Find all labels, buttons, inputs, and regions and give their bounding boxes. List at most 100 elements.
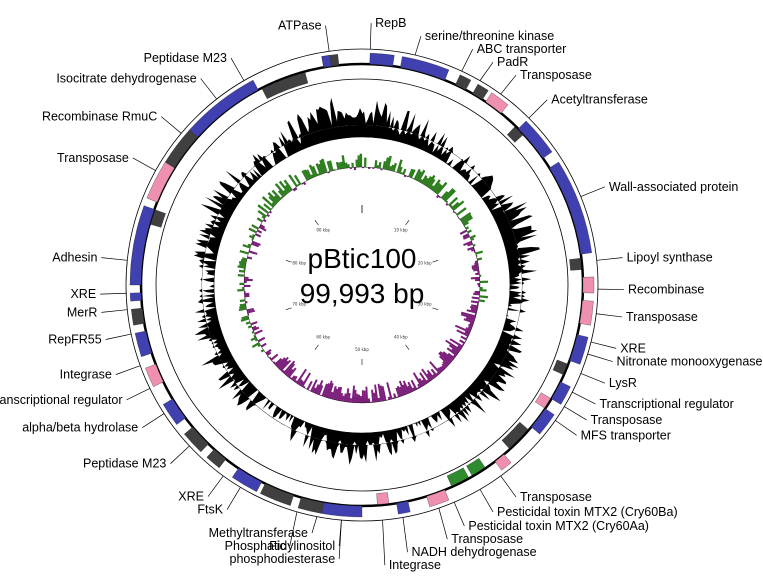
- gc-skew-bar: [459, 212, 472, 221]
- gc-skew-bar: [311, 165, 318, 177]
- label-leader: [311, 516, 318, 534]
- gc-skew-bar: [439, 366, 444, 372]
- gc-skew-bar: [479, 289, 487, 292]
- label-leader: [596, 313, 623, 318]
- gc-skew-bar: [247, 243, 252, 247]
- scale-tick-label: 50 kbp: [355, 347, 369, 352]
- gc-skew-bar: [416, 387, 420, 390]
- gene-label: Transcriptional regulator: [0, 393, 123, 407]
- gc-skew-bar: [419, 372, 428, 385]
- gene-block-transposase: [376, 492, 389, 505]
- gene-label: Recombinase: [628, 283, 704, 297]
- gc-skew-bar: [244, 291, 246, 294]
- gc-skew-bar: [462, 233, 469, 238]
- gc-skew-bar: [286, 368, 294, 377]
- gc-skew-bar: [467, 246, 475, 251]
- gc-skew-bar: [459, 339, 466, 345]
- gc-skew-bar: [331, 386, 337, 400]
- gc-skew-bar: [479, 295, 489, 299]
- gc-skew-bar: [470, 308, 478, 312]
- gc-skew-bar: [271, 360, 274, 363]
- gc-skew-bar: [384, 157, 390, 170]
- gc-skew-bar: [417, 169, 426, 182]
- gc-skew-bar: [335, 161, 340, 170]
- gc-skew-bar: [465, 226, 470, 230]
- gc-skew-bar: [426, 174, 436, 188]
- gene-block-cds: [396, 500, 411, 515]
- gc-skew-bar: [288, 174, 298, 188]
- gc-skew-bar: [456, 207, 467, 216]
- gc-skew-bar: [407, 385, 412, 393]
- gc-skew-bar: [361, 390, 365, 403]
- gene-block-transposase: [485, 92, 509, 114]
- gc-skew-bar: [441, 363, 447, 369]
- gene-label: Phosphatidylinositol: [225, 539, 336, 553]
- label-leader: [115, 365, 141, 375]
- gc-skew-bar: [475, 272, 480, 276]
- gene-label: PadR: [497, 55, 528, 69]
- gc-skew-bar: [433, 182, 441, 193]
- gc-skew-bar: [402, 384, 409, 395]
- gene-block-other: [506, 126, 524, 143]
- scale-tick: [432, 307, 439, 311]
- gc-skew-bar: [255, 233, 262, 238]
- gc-skew-bar: [319, 159, 326, 174]
- label-leader: [590, 341, 617, 349]
- gc-skew-bar: [448, 344, 460, 353]
- gene-block-other: [297, 497, 324, 514]
- gc-skew-bar: [470, 300, 479, 304]
- gc-skew-bar: [378, 162, 382, 169]
- gc-skew-bar: [344, 162, 348, 169]
- gc-skew-bar: [303, 181, 307, 186]
- gc-skew-bar: [476, 303, 479, 306]
- gene-label: Pesticidal toxin MTX2 (Cry60Aa): [468, 519, 649, 533]
- gc-skew-bar: [442, 361, 449, 368]
- gc-skew-bar: [479, 274, 482, 277]
- gc-skew-bar: [457, 217, 460, 220]
- gc-skew-bar: [271, 207, 274, 210]
- gene-label: Integrase: [60, 368, 112, 382]
- gc-skew-bar: [456, 329, 469, 337]
- gc-skew-bar: [445, 200, 449, 204]
- gc-skew-bar: [438, 355, 450, 366]
- gc-skew-bar: [465, 316, 475, 322]
- gene-label: XRE: [178, 490, 204, 504]
- gc-skew-bar: [301, 170, 309, 181]
- gc-skew-bar: [328, 160, 334, 172]
- gc-skew-bar: [319, 394, 322, 396]
- scale-tick-label: 10 kbp: [394, 228, 408, 233]
- gc-skew-bar: [479, 280, 488, 284]
- scale-tick-label: 90 kbp: [316, 228, 330, 233]
- gene-label: Acetyltransferase: [551, 93, 648, 107]
- gc-skew-bar: [341, 155, 346, 169]
- gc-skew-bar: [374, 384, 379, 403]
- gc-skew-bar: [387, 396, 391, 400]
- gc-skew-bar: [390, 164, 395, 172]
- gc-skew-bar: [244, 280, 247, 283]
- gc-skew-bar: [284, 363, 296, 376]
- gc-skew-bar: [292, 375, 298, 382]
- gene-label: Transcriptional regulator: [599, 397, 733, 411]
- gc-skew-bar: [301, 372, 311, 388]
- gc-skew-bar: [475, 254, 478, 257]
- gc-skew-bar: [473, 268, 480, 272]
- gene-label: LysR: [609, 376, 637, 390]
- label-leader: [142, 413, 165, 428]
- gene-block-other: [184, 426, 209, 453]
- gc-skew-bar: [351, 162, 354, 168]
- gc-skew-bar: [359, 153, 363, 168]
- gene-label: serine/threonine kinase: [425, 29, 554, 43]
- gc-skew-bar: [265, 348, 272, 355]
- label-leader: [100, 292, 127, 295]
- gc-skew-bar: [357, 394, 361, 403]
- gc-skew-bar: [463, 221, 469, 227]
- gc-skew-bar: [442, 188, 455, 201]
- gc-skew-bar: [473, 292, 480, 296]
- gc-skew-bar: [244, 294, 250, 298]
- gene-block-cds: [232, 468, 262, 492]
- gc-skew-bar: [436, 181, 448, 195]
- gc-skew-bar: [419, 178, 423, 183]
- gc-skew-bar: [251, 238, 254, 241]
- gc-skew-bar: [377, 397, 381, 402]
- gc-skew-bar: [267, 192, 279, 204]
